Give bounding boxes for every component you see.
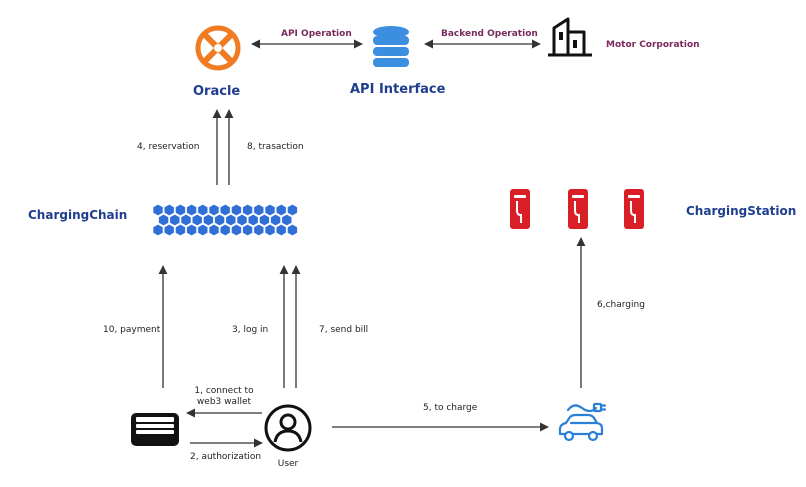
block-cube (214, 214, 225, 226)
buildings-icon (548, 17, 592, 57)
user-icon (264, 404, 312, 452)
block-cube (203, 214, 214, 226)
block-cube (181, 214, 191, 226)
block-cube (231, 224, 242, 236)
block-cube (248, 214, 258, 226)
oracle-title: Oracle (193, 84, 241, 99)
motor-corporation-label: Motor Corporation (606, 40, 700, 50)
electric-car-icon (558, 402, 607, 442)
block-cube (282, 214, 292, 226)
block-cube (175, 224, 186, 236)
block-cube (242, 224, 253, 236)
block-cube (270, 214, 281, 226)
block-cube (186, 204, 197, 216)
block-cube (220, 204, 230, 216)
block-cube (287, 224, 298, 236)
block-cube (153, 204, 163, 216)
charging-chain-title: ChargingChain (28, 208, 128, 222)
payment-label: 10, payment (103, 325, 161, 335)
block-cube (158, 214, 169, 226)
user-label: User (277, 459, 299, 469)
block-cube (254, 224, 264, 236)
block-cube (237, 214, 247, 226)
block-cube (254, 204, 264, 216)
block-cube (153, 224, 163, 236)
block-cube (276, 224, 286, 236)
block-cube (198, 224, 208, 236)
block-cube (164, 224, 174, 236)
block-cube (276, 204, 286, 216)
block-cube (220, 224, 230, 236)
block-cube (265, 224, 275, 236)
reservation-label: 4, reservation (137, 142, 200, 152)
block-cube (186, 224, 197, 236)
transaction-label: 8, trasaction (247, 142, 304, 152)
wallet-icon (131, 413, 179, 446)
backend-operation-label: Backend Operation (441, 29, 538, 39)
charging-pump-icon (624, 189, 644, 229)
api-operation-label: API Operation (281, 29, 352, 39)
block-cube (175, 204, 186, 216)
charging-label: 6,charging (597, 300, 645, 310)
block-cube (170, 214, 180, 226)
block-cube (265, 204, 275, 216)
block-cube (231, 204, 242, 216)
to-charge-label: 5, to charge (423, 403, 478, 413)
oracle-logo-icon (195, 25, 241, 71)
block-cube (164, 204, 174, 216)
block-cube (209, 224, 219, 236)
log-in-label: 3, log in (232, 325, 269, 335)
api-interface-title: API Interface (350, 82, 446, 97)
charging-pump-icon (510, 189, 530, 229)
connect-wallet-label-line2: web3 wallet (196, 397, 252, 407)
blockchain-cubes-icon (153, 204, 298, 236)
authorization-label: 2, authorization (190, 452, 262, 462)
charging-pump-icon (568, 189, 588, 229)
send-bill-label: 7, send bill (319, 325, 369, 335)
charging-station-title: ChargingStation (686, 204, 797, 218)
block-cube (192, 214, 202, 226)
block-cube (287, 204, 298, 216)
block-cube (242, 204, 253, 216)
block-cube (259, 214, 270, 226)
database-icon (373, 26, 409, 67)
connect-wallet-label-line1: 1, connect to (194, 386, 254, 396)
block-cube (226, 214, 236, 226)
block-cube (209, 204, 219, 216)
block-cube (198, 204, 208, 216)
